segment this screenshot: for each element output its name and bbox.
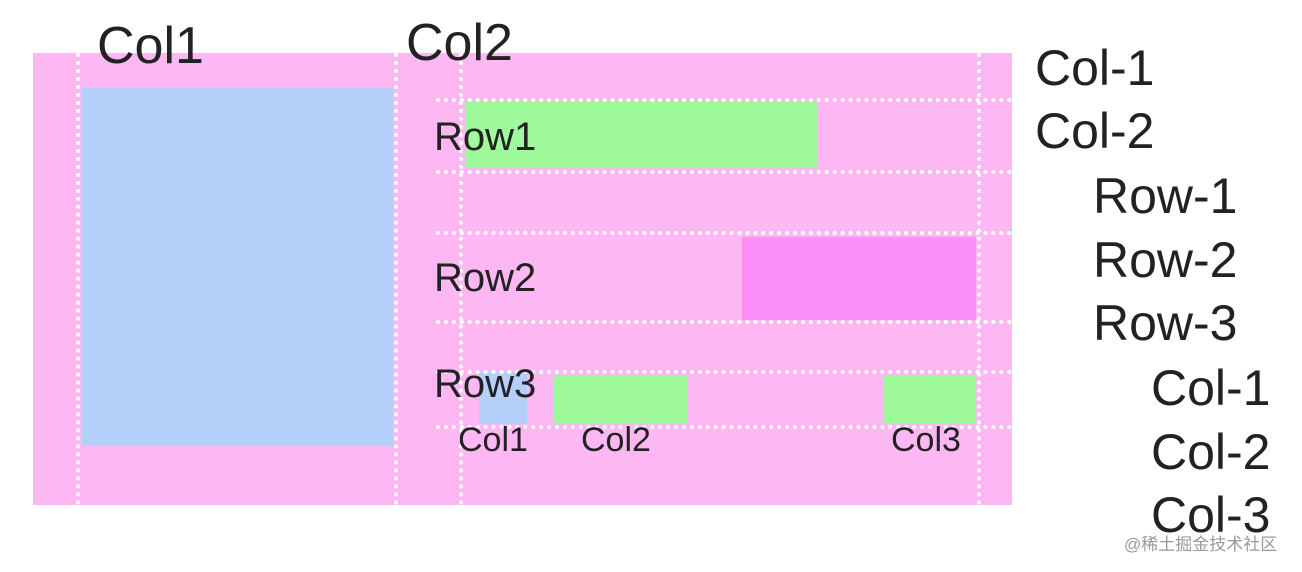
row1-label: Row1 <box>434 115 537 159</box>
tree-item-sub-col-2: Col-2 <box>1151 424 1271 480</box>
watermark-text: @稀土掘金技术社区 <box>1124 535 1278 554</box>
row3-label: Row3 <box>434 362 537 406</box>
guide-vertical-col1-right <box>394 53 398 505</box>
row1-green-box <box>465 102 817 168</box>
guide-horizontal-row3-bottom <box>436 425 1012 429</box>
guide-horizontal-row3-top <box>436 370 1012 374</box>
outer-col1-label: Col1 <box>97 17 204 75</box>
row3-col1-blue-box <box>479 372 527 424</box>
row2-magenta-box <box>742 237 976 320</box>
guide-horizontal-row1-top <box>436 98 1012 102</box>
guide-vertical-col2-right <box>977 53 981 505</box>
tree-item-row-1: Row-1 <box>1093 168 1238 224</box>
tree-item-sub-col-1: Col-1 <box>1151 360 1271 416</box>
tree-item-sub-col-3: Col-3 <box>1151 487 1271 543</box>
row2-label: Row2 <box>434 256 537 300</box>
inner-col1-label: Col1 <box>458 421 528 459</box>
outer-col2-label: Col2 <box>406 14 513 72</box>
guide-vertical-col2-left <box>459 53 463 505</box>
col1-blue-box <box>82 88 393 445</box>
guide-horizontal-row2-bottom <box>436 320 1012 324</box>
guide-vertical-col1-left <box>76 53 80 505</box>
tree-item-row-3: Row-3 <box>1093 295 1238 351</box>
guide-horizontal-row1-bottom <box>436 170 1012 174</box>
row3-col2-green-box <box>553 376 687 424</box>
row3-col3-green-box <box>884 376 976 424</box>
tree-item-row-2: Row-2 <box>1093 232 1238 288</box>
inner-col3-label: Col3 <box>891 421 961 459</box>
guide-horizontal-row2-top <box>436 231 1012 235</box>
tree-item-col-1: Col-1 <box>1035 40 1155 96</box>
inner-col2-label: Col2 <box>581 421 651 459</box>
tree-item-col-2: Col-2 <box>1035 103 1155 159</box>
